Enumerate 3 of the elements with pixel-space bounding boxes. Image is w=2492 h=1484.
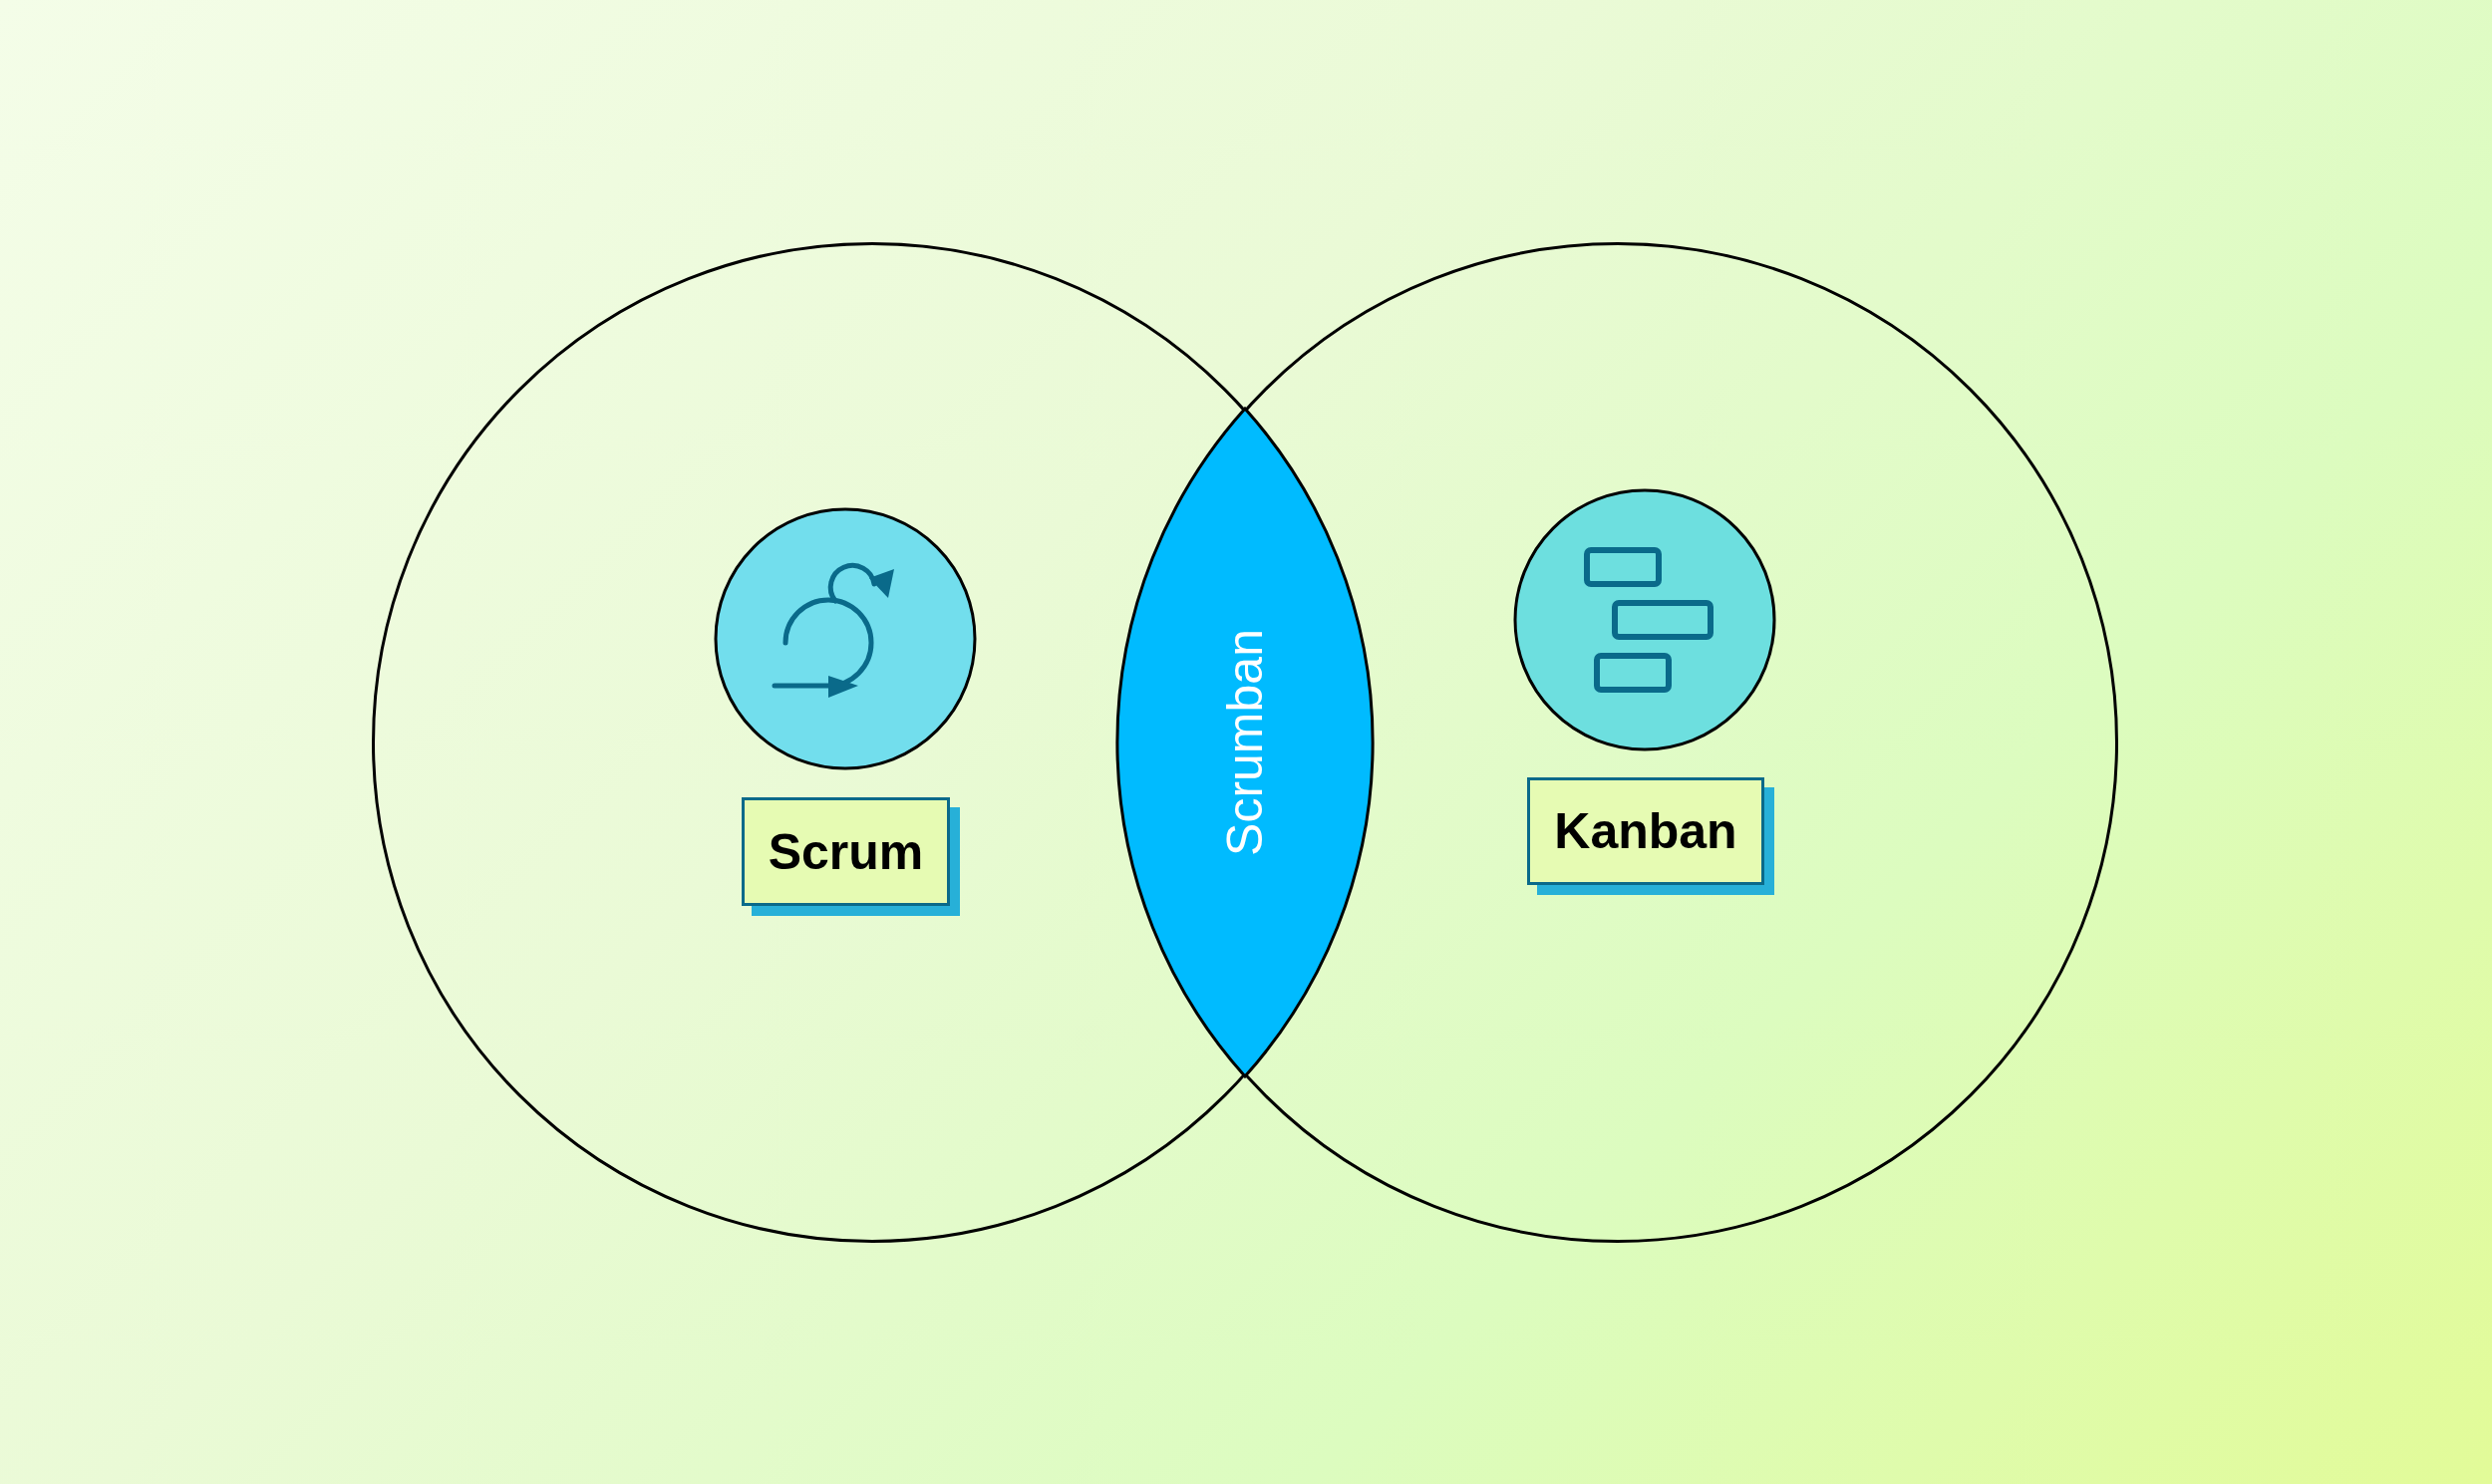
node-label: Kanban [1554, 802, 1737, 860]
node-label: Scrum [768, 822, 924, 881]
node-label: Scrumban [1216, 629, 1274, 856]
